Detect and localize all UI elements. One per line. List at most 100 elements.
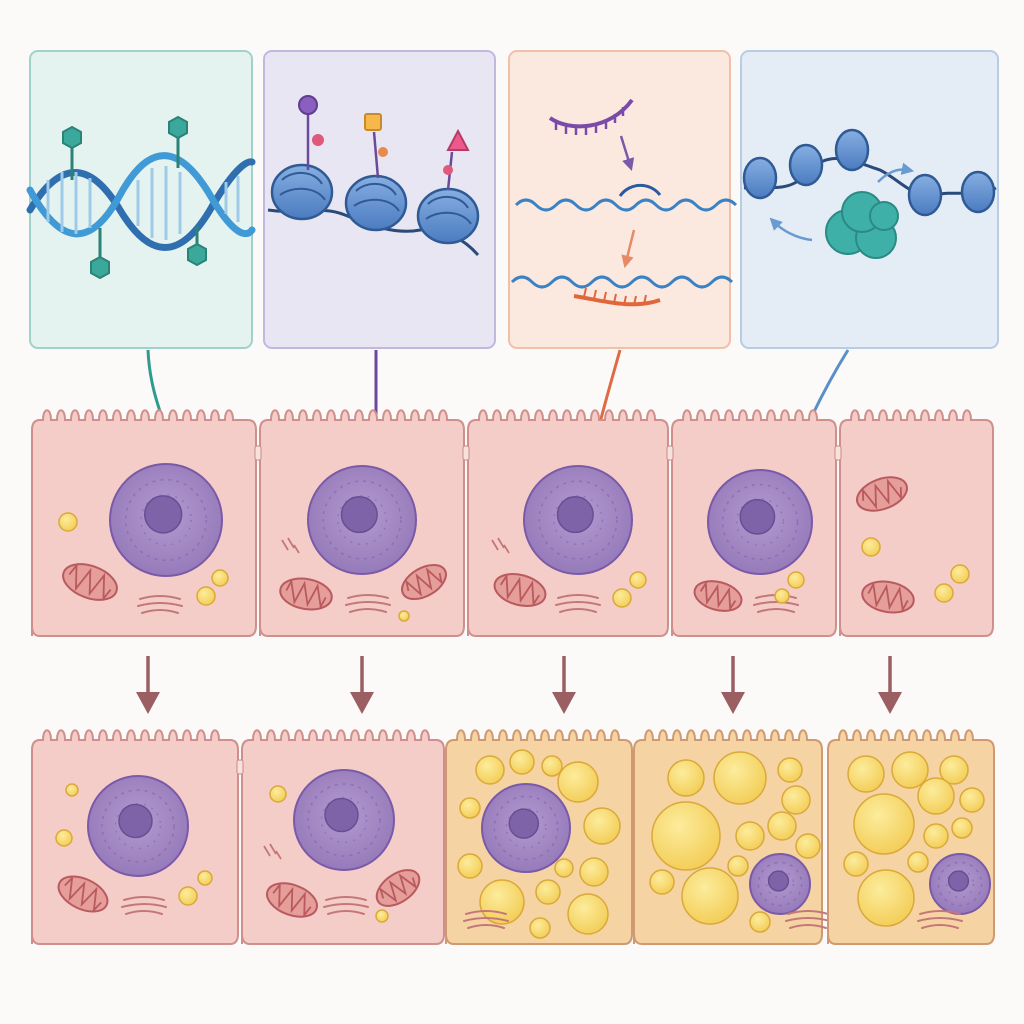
down-arrow-icon (721, 656, 745, 714)
bottom-cell-5 (827, 729, 995, 945)
dna-helix-icon (26, 152, 256, 251)
bottom-cell-4 (633, 729, 831, 945)
lipid-droplet (713, 751, 767, 805)
down-arrow-icon (136, 656, 160, 714)
nucleolus (143, 495, 183, 534)
lipid-droplet (847, 755, 885, 793)
mitochondrion-icon (375, 869, 421, 907)
panel-chromatin-remodeling (740, 50, 999, 349)
lipid-droplet (939, 755, 969, 785)
cell-junction (834, 445, 842, 461)
lipid-droplet (557, 761, 599, 803)
lipid-droplet (567, 893, 609, 935)
lipid-droplet (529, 917, 551, 939)
lipid-droplet (781, 785, 811, 815)
golgi-icon (137, 595, 183, 614)
bottom-cell-3 (445, 729, 633, 945)
nucleolus (947, 870, 970, 892)
histone-tag-icon (298, 95, 470, 191)
nucleolus (739, 498, 776, 535)
top-cell-4 (671, 409, 837, 637)
mitochondrion-icon (856, 476, 908, 512)
lipid-droplet (843, 851, 869, 877)
nucleolus (340, 496, 378, 534)
lipid-droplet (457, 853, 483, 879)
nucleus (707, 469, 813, 575)
panel-histone-modification (263, 50, 496, 349)
lipid-droplet (950, 564, 970, 584)
nucleolus (767, 870, 790, 892)
lipid-droplet (375, 909, 389, 923)
lipid-droplet (65, 783, 79, 797)
cell-junction (666, 445, 674, 461)
lipid-droplet (667, 759, 705, 797)
cell-junction (254, 445, 262, 461)
lipid-droplet (934, 583, 954, 603)
nucleus (293, 769, 395, 871)
lipid-droplet (917, 777, 955, 815)
nucleosome-array-icon (742, 128, 996, 217)
lipid-droplet (795, 833, 821, 859)
lipid-droplet (579, 857, 609, 887)
nucleus (523, 465, 633, 575)
top-cell-row (31, 409, 994, 637)
lipid-droplet (749, 911, 771, 933)
lipid-droplet (891, 751, 929, 789)
mitochondrion-icon (861, 580, 915, 614)
top-cell-5 (839, 409, 994, 637)
mitochondrion-icon (493, 573, 547, 607)
golgi-icon (121, 896, 167, 915)
transition-arrows (136, 656, 902, 714)
bottom-cell-row (31, 729, 995, 945)
nucleolus (118, 803, 153, 839)
down-arrow-icon (350, 656, 374, 714)
mrna-strand-icon (510, 183, 738, 307)
remodel-arrow-icon (769, 162, 915, 242)
lipid-droplet (211, 569, 229, 587)
lipid-droplet (923, 823, 949, 849)
methyl-group-icon (62, 115, 207, 280)
lipid-droplet (612, 588, 632, 608)
cell-junction (236, 759, 244, 775)
panel-noncoding-rna (508, 50, 738, 349)
lipid-droplet (774, 588, 790, 604)
golgi-icon (785, 910, 831, 929)
nucleus (307, 465, 417, 575)
nucleolus (508, 808, 540, 839)
golgi-icon (345, 594, 391, 613)
lipid-droplet (787, 571, 805, 589)
bottom-cell-1 (31, 729, 239, 945)
lipid-droplet (58, 512, 78, 532)
nucleus (929, 853, 991, 915)
mitochondrion-icon (401, 563, 447, 601)
lipid-droplet (951, 817, 973, 839)
lipid-droplet (727, 855, 749, 877)
lipid-droplet (197, 870, 213, 886)
lipid-droplet (479, 879, 525, 925)
lipid-droplet (55, 829, 73, 847)
mitochondrion-icon (693, 580, 743, 612)
lipid-droplet (398, 610, 410, 622)
lipid-droplet (649, 869, 675, 895)
lipid-droplet (475, 755, 505, 785)
mitochondrion-icon (279, 577, 333, 611)
nucleus (87, 775, 189, 877)
lipid-droplet (583, 807, 621, 845)
lipid-droplet (907, 851, 929, 873)
mitochondrion-icon (57, 875, 109, 913)
lipid-droplet (459, 797, 481, 819)
lipid-droplet (651, 801, 721, 871)
panel-dna-methylation (26, 50, 256, 349)
golgi-icon (917, 910, 963, 929)
nucleus (109, 463, 223, 577)
golgi-icon (323, 896, 369, 915)
lipid-droplet (777, 757, 803, 783)
nucleus (481, 783, 571, 873)
down-arrow-icon (878, 656, 902, 714)
nucleolus (324, 797, 359, 833)
golgi-icon (555, 594, 601, 613)
lipid-droplet (269, 785, 287, 803)
lipid-droplet (853, 793, 915, 855)
